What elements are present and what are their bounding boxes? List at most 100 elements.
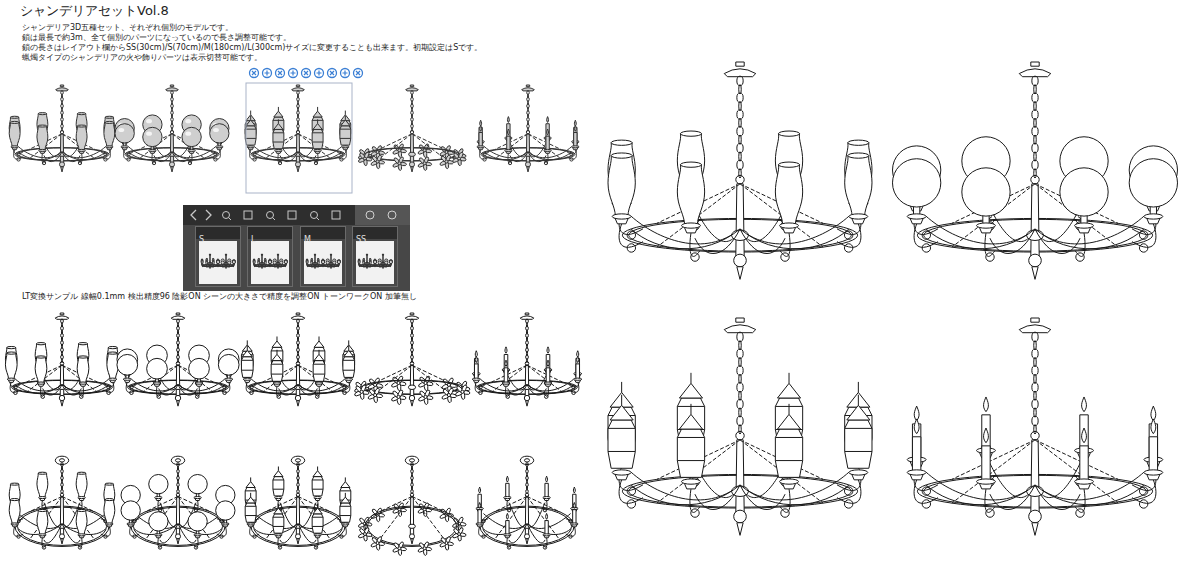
- illustration-part: [409, 395, 414, 400]
- illustration-part: [17, 158, 20, 161]
- illustration-part: [344, 345, 354, 351]
- illustration-part: [457, 533, 461, 541]
- illustration-part: [627, 244, 635, 252]
- illustration-part: [38, 472, 46, 474]
- illustration-part: [59, 395, 64, 400]
- illustration-part: [977, 479, 996, 484]
- illustration-part: [374, 393, 377, 396]
- illustration-part: [206, 261, 208, 265]
- illustration-part: [42, 546, 45, 549]
- illustration-part: [1019, 325, 1051, 333]
- illustration-part: [376, 160, 379, 163]
- illustration-part: [275, 497, 283, 499]
- illustration-part: [343, 360, 355, 370]
- illustration-part: [478, 494, 481, 508]
- illustration-part: [38, 125, 46, 127]
- illustration-part: [547, 129, 549, 135]
- illustration-part: [545, 483, 548, 497]
- illustration-part: [246, 482, 255, 488]
- illustration-part: [363, 533, 366, 536]
- illustration-part: [340, 126, 351, 145]
- illustration-part: [59, 459, 64, 462]
- illustration-part: [241, 360, 253, 370]
- illustration-part: [314, 546, 317, 549]
- illustration-part: [397, 382, 402, 391]
- illustration-part: [209, 258, 210, 260]
- illustration-part: [409, 524, 416, 528]
- illustration-part: [447, 383, 450, 386]
- panel-icon: [388, 211, 396, 219]
- illustration-part: [376, 542, 379, 545]
- illustration-part: [60, 496, 63, 534]
- gizmo-icon: [250, 69, 259, 78]
- illustration-part: [845, 156, 872, 217]
- illustration-part: [247, 523, 255, 525]
- lamp-shape: [343, 346, 355, 382]
- illustration-part: [1082, 428, 1087, 443]
- illustration-part: [345, 111, 346, 115]
- illustration-part: [343, 357, 355, 378]
- illustration-part: [273, 133, 284, 142]
- illustration-part: [245, 129, 256, 138]
- illustration-part: [343, 391, 347, 395]
- illustration-part: [527, 167, 530, 172]
- illustration-part: [209, 254, 210, 256]
- illustration-part: [212, 261, 214, 265]
- illustration-part: [243, 378, 251, 380]
- illustration-part: [379, 496, 412, 540]
- illustration-part: [317, 467, 318, 471]
- illustration-part: [984, 397, 989, 412]
- illustration-part: [734, 510, 747, 523]
- illustration-part: [410, 496, 413, 534]
- illustration-part: [209, 259, 210, 261]
- illustration-part: [374, 383, 377, 386]
- illustration-part: [154, 152, 172, 162]
- illustration-part: [61, 401, 64, 406]
- illustration-part: [423, 541, 430, 549]
- illustration-part: [209, 256, 210, 258]
- illustration-part: [225, 254, 227, 255]
- illustration-part: [1035, 485, 1080, 510]
- illustration-part: [157, 395, 161, 399]
- illustration-part: [376, 542, 380, 550]
- illustration-part: [314, 341, 324, 347]
- lamp-shape: [504, 513, 512, 537]
- illustration-part: [274, 508, 283, 514]
- illustration-part: [60, 365, 64, 396]
- illustration-part: [576, 364, 580, 379]
- illustration-part: [952, 440, 1035, 480]
- illustration-part: [984, 428, 989, 443]
- illustration-part: [10, 116, 18, 118]
- illustration-part: [273, 514, 284, 533]
- illustration-part: [545, 521, 548, 535]
- illustration-part: [844, 244, 852, 252]
- illustration-part: [76, 473, 87, 497]
- illustration-part: [526, 401, 529, 406]
- flower-ornament: [392, 502, 406, 516]
- illustration-part: [736, 318, 744, 322]
- flower-ornament: [358, 148, 372, 162]
- illustration-part: [340, 129, 351, 138]
- illustration-part: [363, 158, 367, 166]
- illustration-part: [506, 476, 508, 482]
- illustration-part: [36, 356, 45, 358]
- illustration-part: [775, 165, 802, 226]
- gizmo-icon: [328, 69, 337, 78]
- lamp-shape: [77, 356, 89, 386]
- illustration-part: [458, 533, 461, 536]
- illustration-part: [505, 347, 507, 353]
- illustration-part: [505, 360, 507, 366]
- illustration-part: [314, 161, 317, 164]
- illustration-part: [55, 456, 68, 464]
- illustration-part: [631, 229, 740, 249]
- illustration-part: [213, 128, 219, 132]
- illustration-part: [225, 258, 226, 260]
- selection-box: [246, 83, 352, 193]
- illustration-part: [1080, 415, 1088, 451]
- illustration-part: [209, 257, 210, 259]
- illustration-part: [225, 254, 227, 256]
- illustration-part: [225, 255, 226, 257]
- illustration-part: [526, 85, 529, 87]
- illustration-part: [153, 382, 161, 384]
- illustration-part: [608, 428, 635, 451]
